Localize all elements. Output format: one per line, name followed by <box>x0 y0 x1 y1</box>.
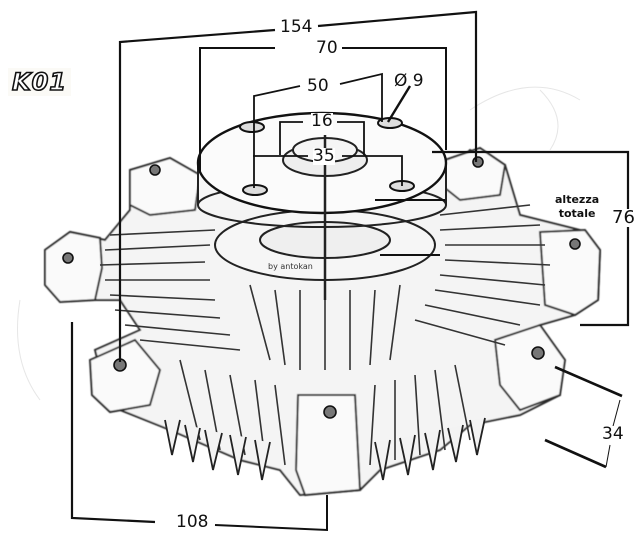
dimension-lines <box>70 10 630 532</box>
total-height-label: altezza totale <box>555 193 600 220</box>
cooling-fins <box>99 204 551 466</box>
watermark: by antokan <box>268 262 313 271</box>
dim-154: 154 <box>280 17 313 37</box>
bolt-hole <box>242 184 268 196</box>
part-code: K01 <box>8 67 71 97</box>
dim-70: 70 <box>316 38 338 58</box>
dim-108: 108 <box>176 512 209 532</box>
bottom-teeth <box>164 417 486 481</box>
dim-76: 76 <box>612 207 635 228</box>
ear-holes <box>62 156 581 419</box>
fan-clutch-body <box>44 146 602 497</box>
dim-50: 50 <box>307 76 329 96</box>
dim-34: 34 <box>602 424 624 444</box>
dim-35: 35 <box>313 146 335 166</box>
bolt-hole <box>239 121 265 133</box>
dim-hole-diameter: Ø 9 <box>394 71 424 91</box>
dim-16: 16 <box>311 111 333 131</box>
